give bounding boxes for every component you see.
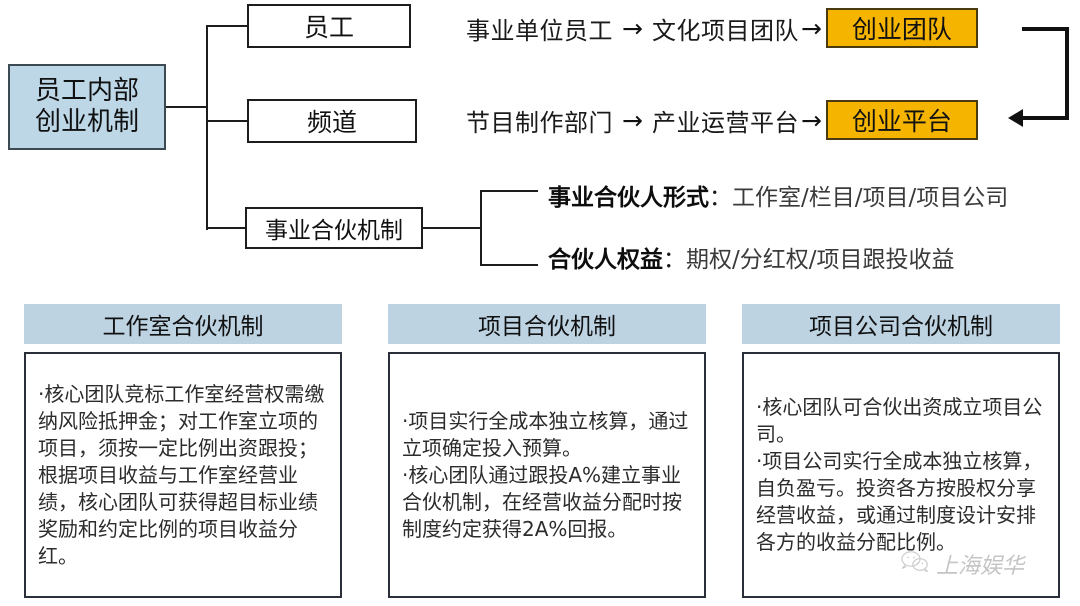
connector-partner-detail-2 [480,264,538,266]
card-studio-paragraph-1: ·核心团队竞标工作室经营权需缴纳风险抵押金；对工作室立项的项目，须按一定比例出资… [38,381,325,568]
node-channel-label: 频道 [306,108,357,137]
feedback-line-top [1022,27,1069,31]
connector-vertical-spine [206,25,208,230]
connector-root-trunk [166,106,208,108]
node-channel: 频道 [247,99,417,143]
card-project-paragraph-2: ·核心团队通过跟投A%建立事业合伙机制，在经营收益分配时按制度约定获得2A%回报… [402,462,682,541]
arrow-right-icon: → [622,105,643,135]
root-node-line2: 创业机制 [34,107,139,137]
partner-detail-2-sep: ： [663,247,686,273]
connector-partner-stub [423,227,481,229]
card-project-company-paragraph-1: ·核心团队可合伙出资成立项目公司。 [756,395,1043,446]
watermark: 上海娱华 [900,548,1024,580]
card-body-studio: ·核心团队竞标工作室经营权需缴纳风险抵押金；对工作室立项的项目，须按一定比例出资… [24,352,342,598]
connector-branch-partner [206,227,246,229]
node-partnership-mechanism: 事业合伙机制 [245,207,423,249]
partner-detail-1-sep: ： [709,185,732,211]
wechat-icon [900,550,930,578]
card-header-project: 项目合伙机制 [388,304,706,344]
flow-row-team: 事业单位员工 → 文化项目团队 → 创业团队 [466,8,978,48]
flow-2-middle: 产业运营平台 [651,108,799,137]
card-project-company-paragraph-2: ·项目公司实行全成本独立核算，自负盈亏。投资各方按股权分享经营收益，或通过制度设… [756,449,1043,554]
watermark-text: 上海娱华 [936,554,1025,579]
partner-detail-2: 合伙人权益：期权/分红权/项目跟投收益 [548,240,955,274]
partner-detail-1-title: 事业合伙人形式 [548,185,709,211]
card-body-project: ·项目实行全成本独立核算，通过立项确定投入预算。 ·核心团队通过跟投A%建立事业… [388,352,706,598]
flow-1-target-startup-team: 创业团队 [825,8,978,48]
partner-detail-2-value: 期权/分红权/项目跟投收益 [686,247,955,273]
flow-1-source: 事业单位员工 [466,16,613,45]
node-employee-label: 员工 [303,13,354,42]
card-header-studio-label: 工作室合伙机制 [102,314,264,340]
flow-1-middle: 文化项目团队 [651,16,799,45]
card-body-project-company: ·核心团队可合伙出资成立项目公司。 ·项目公司实行全成本独立核算，自负盈亏。投资… [742,352,1060,598]
card-header-studio: 工作室合伙机制 [24,304,342,344]
card-header-project-label: 项目合伙机制 [478,314,616,340]
root-node-line1: 员工内部 [34,76,139,107]
node-employee: 员工 [247,4,411,48]
card-header-project-company: 项目公司合伙机制 [742,304,1060,344]
flow-row-platform: 节目制作部门 → 产业运营平台 → 创业平台 [466,100,978,140]
feedback-arrow-head-icon [1008,109,1023,127]
arrow-right-icon: → [800,13,822,43]
feedback-line-right [1065,27,1069,120]
flow-2-source: 节目制作部门 [466,108,613,137]
card-project-paragraph-1: ·项目实行全成本独立核算，通过立项确定投入预算。 [402,408,689,460]
root-node-employee-internal-entrepreneurship: 员工内部 创业机制 [8,64,166,150]
card-header-project-company-label: 项目公司合伙机制 [809,314,993,340]
arrow-right-icon: → [800,105,822,135]
node-partnership-mechanism-label: 事业合伙机制 [265,218,403,244]
connector-branch-channel [206,120,248,122]
feedback-line-bottom [1022,116,1069,120]
connector-partner-detail-1 [480,190,538,192]
flow-2-target-startup-platform: 创业平台 [825,100,978,140]
partner-detail-2-title: 合伙人权益 [548,247,663,273]
arrow-right-icon: → [622,13,643,43]
connector-branch-employee [206,25,248,27]
partner-detail-1: 事业合伙人形式：工作室/栏目/项目/项目公司 [548,178,1008,212]
partner-detail-1-value: 工作室/栏目/项目/项目公司 [732,185,1009,211]
connector-partner-spine [480,190,482,266]
